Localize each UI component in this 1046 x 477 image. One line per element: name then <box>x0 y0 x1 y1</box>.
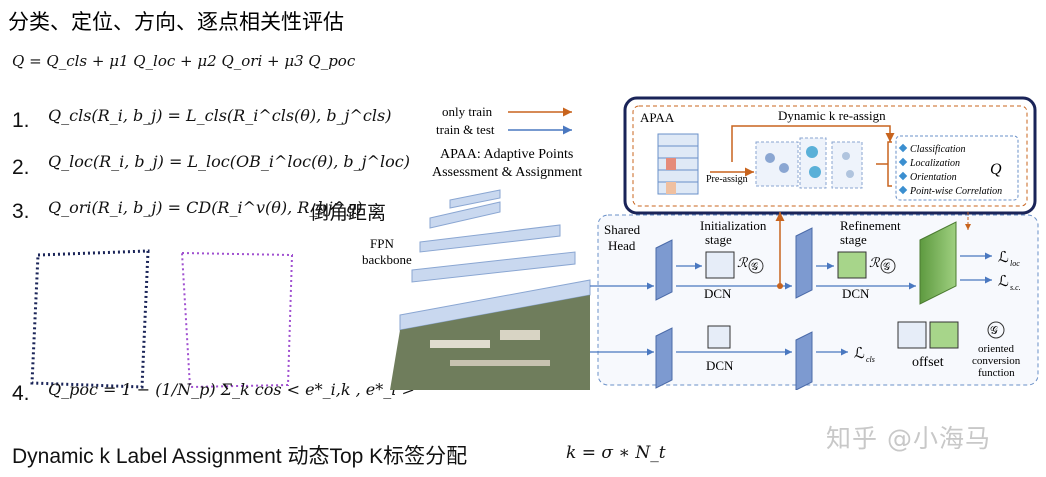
item-3-formula: Q_ori(R_i, b_j) = CD(R_i^v(θ), R_bj^g) <box>48 198 363 217</box>
offset-grid-green <box>929 321 959 349</box>
page-title: 分类、定位、方向、逐点相关性评估 <box>8 10 344 34</box>
legend-train-test: train & test <box>436 122 495 137</box>
dcn-label-2: DCN <box>842 286 870 301</box>
bracket-to-q <box>876 141 892 187</box>
q-items-box <box>895 135 1019 201</box>
output-feature-map <box>919 221 957 305</box>
l-sc-sub: s.c. <box>1010 283 1021 292</box>
shared-head-1: Shared <box>604 222 641 237</box>
refine-g-symbol: 𝒢 <box>883 262 890 273</box>
dotted-box-purple <box>180 251 294 389</box>
shared-head-block-top <box>655 239 673 301</box>
item-2-number: 2. <box>12 156 30 179</box>
q-item-localization: Localization <box>909 158 960 169</box>
refine-offset-grid <box>837 251 867 279</box>
q-total-formula: Q = Q_cls + μ1 Q_loc + μ2 Q_ori + μ3 Q_p… <box>12 52 356 70</box>
l-loc-sub: loc <box>1010 259 1020 268</box>
conv-2: conversion <box>972 355 1021 367</box>
offset-label: offset <box>912 355 944 370</box>
l-cls: ℒ <box>854 346 865 362</box>
fpn-label-2: backbone <box>362 252 412 267</box>
l-loc: ℒ <box>998 250 1009 266</box>
q-item-list: Classification Localization Orientation … <box>909 144 1002 197</box>
fpn-label-1: FPN <box>370 236 394 251</box>
apaa-caption-line2: Assessment & Assignment <box>432 165 582 180</box>
q-item-classification: Classification <box>910 144 966 155</box>
pre-assign-label: Pre-assign <box>706 174 748 185</box>
item-1-formula: Q_cls(R_i, b_j) = L_cls(R_i^cls(θ), b_j^… <box>48 106 392 125</box>
cls-offset-grid <box>707 325 731 349</box>
refine-g-circle <box>880 258 896 274</box>
k-formula: k = σ ∗ N_t <box>566 443 666 463</box>
l-sc: ℒ <box>998 274 1009 290</box>
init-stage-2: stage <box>705 232 732 247</box>
watermark: 知乎 @小海马 <box>826 424 991 453</box>
apaa-caption-line1: APAA: Adaptive Points <box>440 147 573 162</box>
item-3-note: 倒角距离 <box>310 202 387 224</box>
legend-g-symbol: 𝒢 <box>990 325 998 337</box>
legend-only-train: only train <box>442 104 493 119</box>
dotted-box-navy <box>30 249 150 389</box>
init-offset-grid <box>705 251 735 279</box>
candidate-points <box>755 137 863 189</box>
item-2-formula: Q_loc(R_i, b_j) = L_loc(OB_i^loc(θ), b_j… <box>48 152 410 171</box>
shared-head-2: Head <box>608 238 636 253</box>
refine-stage-2: stage <box>840 232 867 247</box>
q-symbol: Q <box>990 161 1002 178</box>
conv-3: function <box>978 367 1015 379</box>
item-4-number: 4. <box>12 382 30 405</box>
points-cube <box>657 133 699 195</box>
apaa-box-title: APAA <box>640 110 675 125</box>
refine-stage-1: Refinement <box>840 218 901 233</box>
bottom-caption: Dynamic k Label Assignment 动态Top K标签分配 <box>12 445 468 468</box>
offset-grid-blue <box>897 321 927 349</box>
cls-block <box>795 331 813 390</box>
chamfer-illustration <box>30 249 294 389</box>
init-g-symbol: 𝒢 <box>751 262 758 273</box>
dcn-label-1: DCN <box>704 286 732 301</box>
fpn-backbone <box>390 189 591 390</box>
q-item-orientation: Orientation <box>910 172 957 183</box>
dynamic-k-label: Dynamic k re-assign <box>778 108 886 123</box>
init-stage-1: Initialization <box>700 218 767 233</box>
dcn-label-3: DCN <box>706 358 734 373</box>
shared-head-block-bottom <box>655 327 673 389</box>
conv-1: oriented <box>978 343 1015 355</box>
architecture-diagram: only train train & test APAA: Adaptive P… <box>362 96 1039 390</box>
l-cls-sub: cls <box>866 355 875 364</box>
q-item-pointwise: Point-wise Correlation <box>909 186 1002 197</box>
item-4-formula: Q_poc = 1 − (1/N_p) Σ_k cos < e*_i,k , e… <box>48 380 415 399</box>
init-r-symbol: ℛ <box>737 255 749 270</box>
item-1-number: 1. <box>12 109 30 132</box>
init-g-circle <box>748 258 764 274</box>
legend-g-circle <box>987 321 1005 339</box>
refine-block <box>795 227 813 299</box>
item-3-number: 3. <box>12 200 30 223</box>
refine-r-symbol: ℛ <box>869 255 881 270</box>
dynamic-k-arrow <box>731 125 895 162</box>
